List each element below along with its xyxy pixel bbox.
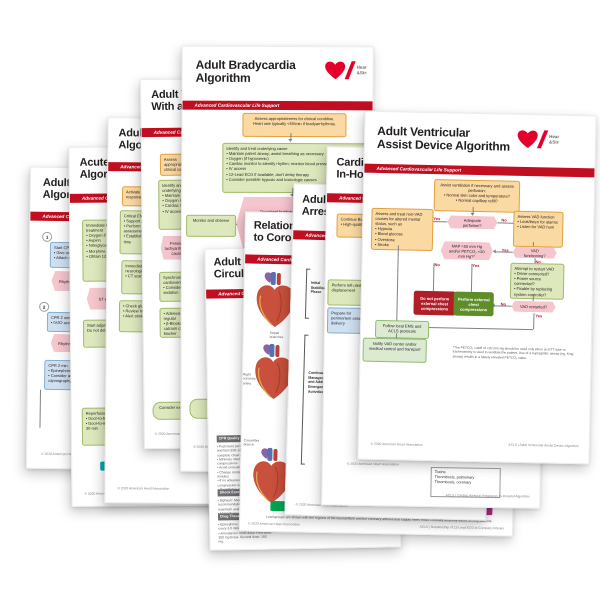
copyright-footer: © 2020 American Heart Association (370, 441, 423, 447)
logo-text-2: &Stroke. (357, 70, 367, 75)
connector (532, 242, 534, 247)
flow-box-assist-ventilation: Assist ventilation if necessary and asse… (433, 179, 521, 213)
page-title-line2: Assist Device Algorithm (376, 136, 511, 154)
acls-banner: Advanced Cardiovascular Life Support (364, 163, 595, 178)
phase-bracket-serif (304, 317, 309, 319)
flow-box-notify-vad-center: Notify VAD center and/or medical control… (362, 337, 427, 363)
decision-vad-restarted: VAD restarted? (512, 301, 556, 313)
step-number: 1 (42, 231, 53, 242)
logo-text-1: Heart (549, 134, 559, 139)
yes-label: Yes (472, 262, 480, 269)
heart-label: Right coronary artery (242, 372, 256, 386)
acls-banner-label: Advanced Cardiovascular Life Support (194, 102, 280, 109)
connector (470, 263, 473, 292)
connector (532, 294, 534, 302)
heart-illustration (256, 271, 295, 327)
flow-box-assess-vad: Assess VAD function • Look/listen for al… (512, 210, 564, 248)
arrowhead (288, 139, 293, 143)
flow-box-compressions: Perform external chest compressions (453, 291, 494, 317)
phase-bracket-serif (300, 463, 305, 465)
arrowhead (470, 212, 475, 216)
heart-label: Circumflex branch (243, 438, 260, 447)
decision-map-petco2: MAP <50 mm Hg and/or PETCO₂ <20 mm Hg?* (441, 241, 493, 260)
connector (533, 313, 535, 330)
flow-box-ems-protocols: Follow local EMS and ACLS protocols (374, 319, 430, 340)
flow-box-assess: Assess appropriateness for clinical cond… (242, 112, 347, 138)
phase-bracket (304, 268, 308, 319)
flow-box-nonvad-causes: Assess and treat non-VAD causes for alte… (370, 207, 434, 252)
copyright-footer: © 2020 American Heart Association (346, 461, 399, 467)
page-title-line2: Algorithm (195, 70, 251, 85)
connector (494, 251, 513, 253)
heart-stroke-logo-icon: Heart &Stroke. (517, 130, 559, 149)
arrowhead (492, 249, 496, 254)
yes-label: Yes (535, 313, 543, 319)
page-footer-right: ACLS | Cardiac Arrest in Pregnancy In-Ho… (445, 493, 530, 499)
phase-bracket-serif (304, 334, 309, 336)
logo-text-2: &Stroke. (549, 139, 559, 144)
connector (39, 389, 42, 428)
no-label: No (434, 262, 440, 268)
heart-illustration (253, 447, 291, 503)
phase-bracket (300, 334, 306, 465)
heart-stroke-logo-icon: Heart &Stroke. (325, 61, 367, 80)
copyright-footer: © 2020 American Heart Association (117, 486, 170, 491)
page-footer-right: ACLS | Relationship of 12-Lead ECG to Co… (419, 524, 505, 531)
phase-bracket-serif (306, 268, 311, 270)
step-number: 2 (39, 301, 50, 312)
flow-box-restart-vad: Attempt to restart VAD • Driver connecte… (509, 262, 565, 300)
decision-vad-functioning: VAD functioning? (513, 247, 557, 259)
connector (432, 263, 435, 292)
footnote: *The PETCO₂ cutoff of <20 mm Hg should b… (452, 345, 574, 360)
decision-adequate-perfusion: Adequate perfusion? (447, 215, 497, 229)
connector (396, 245, 399, 327)
page-footer-right: ACLS | Adult Ventricular Assist Device A… (508, 442, 579, 449)
acls-banner: Advanced Cardiovascular Life Support (182, 100, 373, 111)
logo-text-1: Heart (357, 65, 367, 70)
acls-banner-label: Advanced Cardiovascular Life Support (376, 165, 462, 173)
connector (493, 305, 512, 307)
heart-illustration (255, 343, 293, 399)
flow-box-no-compressions: Do not perform external chest compressio… (413, 290, 456, 316)
connector (497, 222, 514, 224)
flow-box-monitor: Monitor and observe (186, 214, 237, 237)
copyright-footer: © 2020 American Heart Association (248, 521, 301, 527)
